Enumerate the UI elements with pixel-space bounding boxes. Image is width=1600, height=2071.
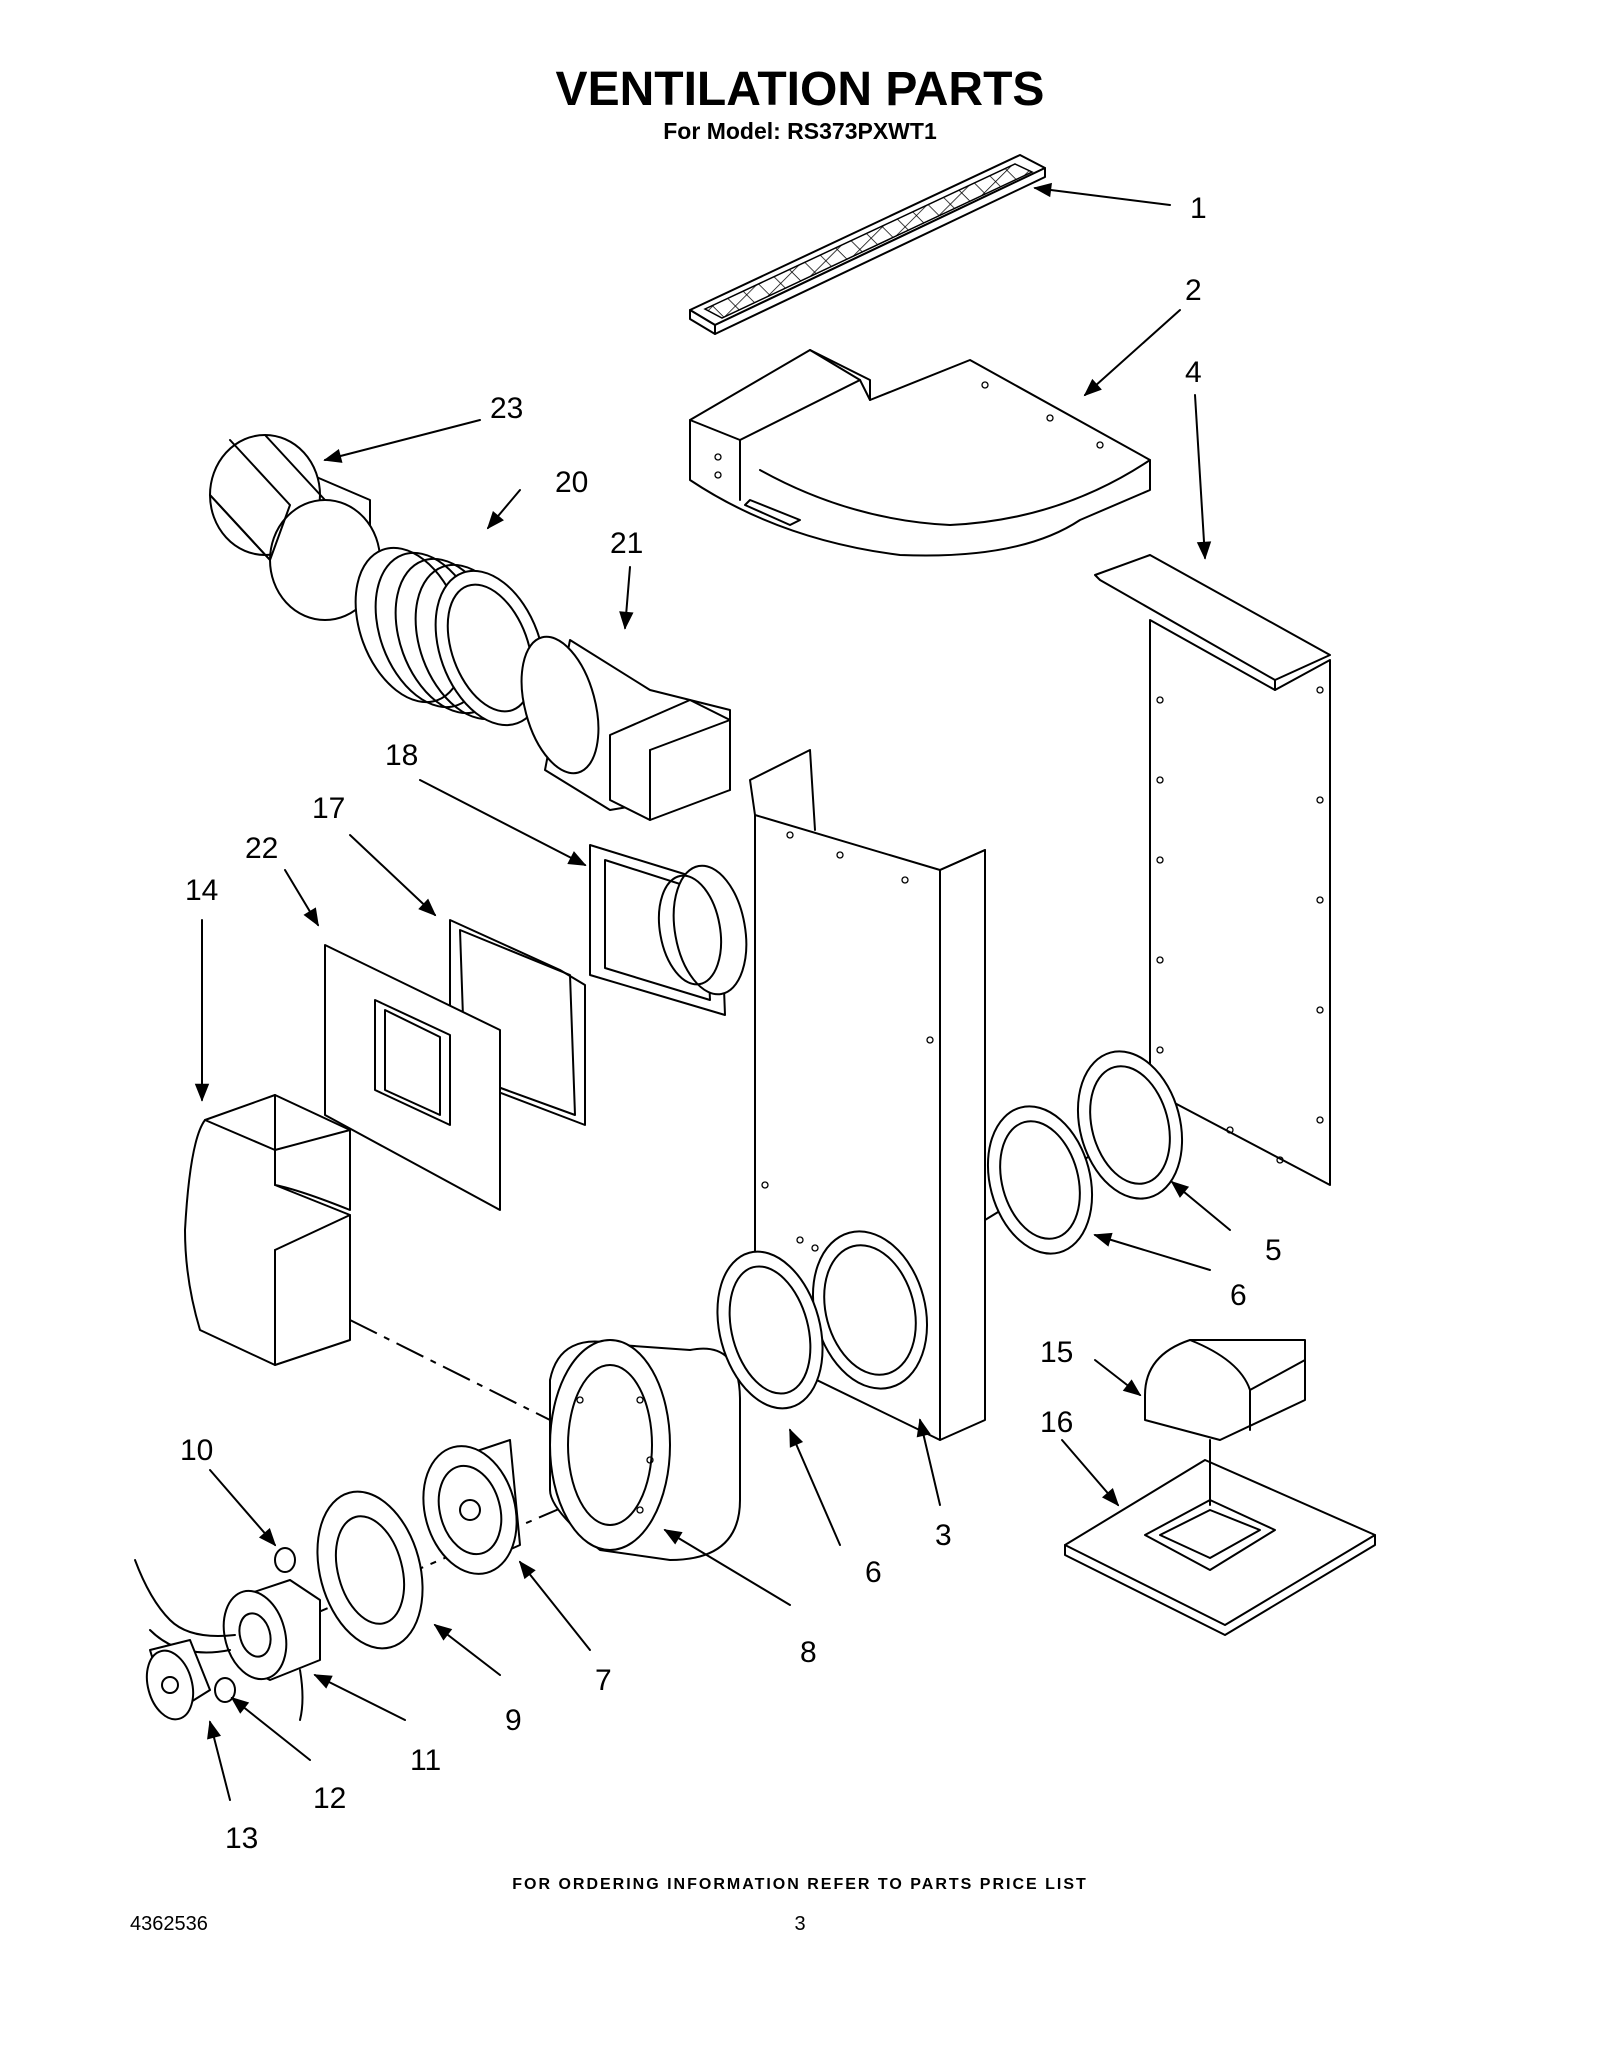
- callout-9: 9: [505, 1704, 522, 1737]
- callout-20: 20: [555, 466, 588, 499]
- callout-7: 7: [595, 1664, 612, 1697]
- callout-5: 5: [1265, 1234, 1282, 1267]
- callout-17: 17: [312, 792, 345, 825]
- callout-8: 8: [800, 1636, 817, 1669]
- callout-11: 11: [410, 1744, 441, 1777]
- part-6-gasket-lower: [716, 1250, 824, 1410]
- callout-3: 3: [935, 1519, 952, 1552]
- part-10-nut: [274, 1547, 296, 1573]
- part-9-mount-plate: [316, 1490, 424, 1650]
- model-subtitle: For Model: RS373PXWT1: [663, 118, 937, 144]
- ordering-note: FOR ORDERING INFORMATION REFER TO PARTS …: [512, 1876, 1088, 1893]
- part-22-plate: [324, 944, 501, 1211]
- callout-23: 23: [490, 392, 523, 425]
- callout-12: 12: [313, 1782, 346, 1815]
- part-7-blower-wheel: [422, 1439, 521, 1575]
- part-15-small-duct: [1144, 1339, 1306, 1441]
- part-11-motor: [134, 1559, 321, 1721]
- callout-15: 15: [1040, 1336, 1073, 1369]
- callout-2: 2: [1185, 274, 1202, 307]
- part-14-elbow: [184, 1094, 351, 1366]
- part-13-rear-mount: [145, 1639, 211, 1721]
- page-title: VENTILATION PARTS: [555, 63, 1045, 116]
- part-2-top-duct: [689, 349, 1151, 557]
- callout-1: 1: [1190, 192, 1207, 225]
- callout-16: 16: [1040, 1406, 1073, 1439]
- assembly-axis-left: [349, 1319, 561, 1426]
- part-16-insulation-pad: [1064, 1439, 1376, 1636]
- part-20-bellows: [354, 546, 546, 727]
- part-23-sleeve: [209, 434, 381, 621]
- part-6-gasket-upper: [986, 1105, 1094, 1255]
- part-3-rear-panel: [749, 749, 986, 1441]
- callout-6-lower: 6: [865, 1556, 882, 1589]
- part-21-adapter: [520, 635, 731, 821]
- part-5-ring: [1076, 1050, 1184, 1200]
- part-4-side-panel: [1094, 554, 1331, 1186]
- callout-18: 18: [385, 739, 418, 772]
- callout-21: 21: [610, 527, 643, 560]
- callout-10: 10: [180, 1434, 213, 1467]
- callout-13: 13: [225, 1822, 258, 1855]
- part-8-blower-housing: [549, 1339, 741, 1561]
- callout-6-upper: 6: [1230, 1279, 1247, 1312]
- document-number: 4362536: [130, 1913, 208, 1935]
- part-18-flange: [589, 844, 748, 1016]
- leader-lines: [194, 182, 1231, 1801]
- callout-14: 14: [185, 874, 218, 907]
- callout-22: 22: [245, 832, 278, 865]
- part-1-filter: [689, 154, 1046, 335]
- page-number: 3: [794, 1913, 806, 1935]
- part-12-spacer: [214, 1677, 236, 1703]
- callout-4: 4: [1185, 356, 1202, 389]
